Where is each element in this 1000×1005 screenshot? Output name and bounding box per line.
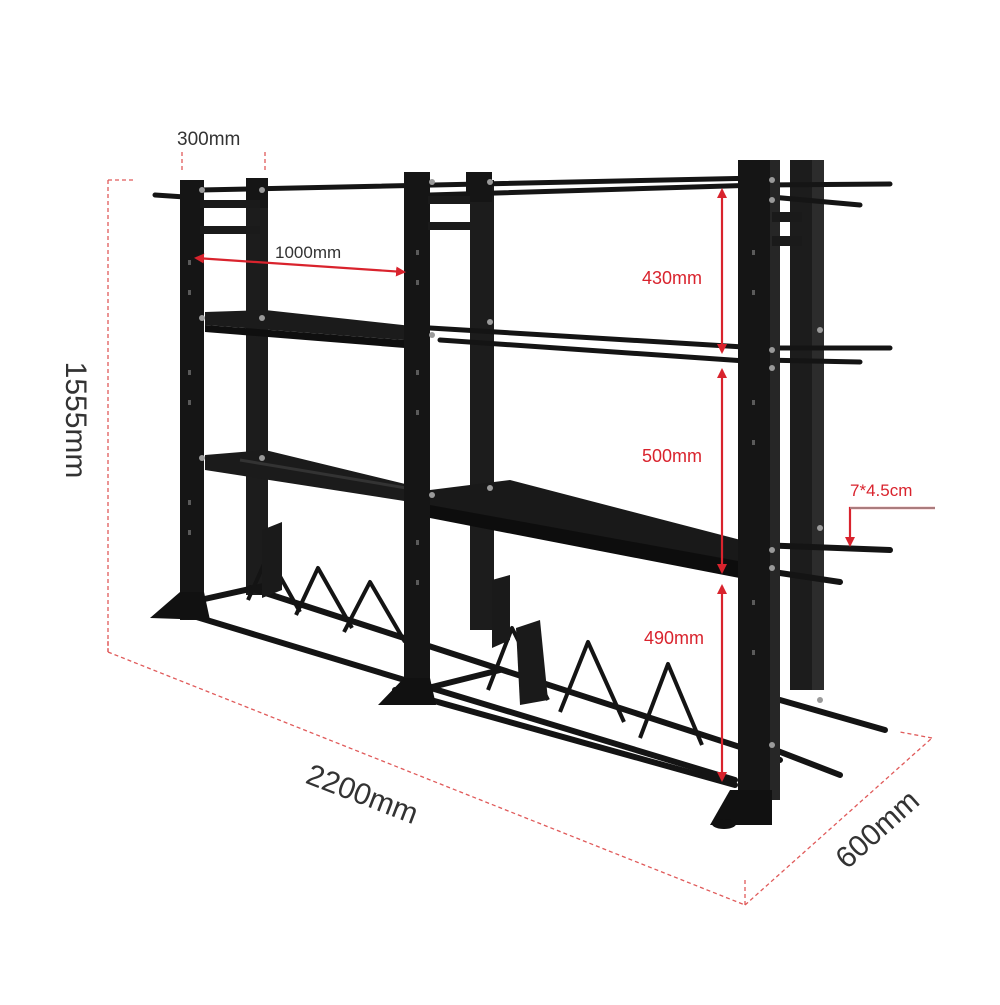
bracket-label: 7*4.5cm [850,481,913,500]
gap-mid-label: 500mm [640,446,705,466]
front-left-foot [150,592,210,620]
span-label: 1000mm [272,244,345,261]
back-frame [246,160,824,690]
shelf-1-left [205,310,430,350]
back-left-post [246,185,268,595]
front-right-frame [710,160,802,829]
depth-guide-right-tick [899,731,933,739]
length-guide-line [107,651,746,906]
front-middle-foot [378,678,436,705]
gap-top-label: 430mm [640,268,705,288]
span-arrow [194,253,406,277]
overall-dimension-guides [107,152,933,906]
front-left-frame [150,178,268,620]
shelf-2-left [205,450,431,505]
front-middle-frame [378,172,492,705]
bottom-arms [767,697,888,778]
front-right-foot [710,790,772,825]
front-right-post [738,160,772,800]
back-middle-post [470,180,494,630]
post-holes [188,250,755,655]
floor-rails [187,582,783,788]
gap-bottom-label: 490mm [642,628,707,648]
shelf-1-right-rods [427,325,893,365]
width-label: 300mm [177,129,241,150]
front-left-post [180,180,204,620]
front-middle-post [404,172,430,702]
bracket-arrow [845,506,935,547]
height-label: 1555mm [59,361,92,479]
holder-plates [262,522,548,705]
bolts [199,177,823,748]
